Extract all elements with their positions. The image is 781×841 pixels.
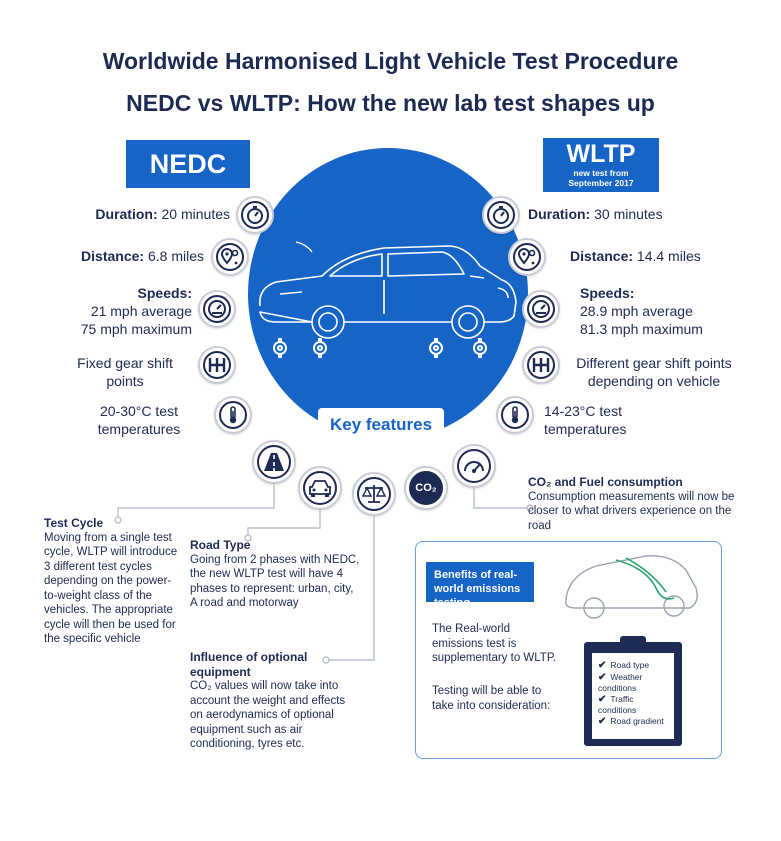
wltp-temp-line2: temperatures (544, 421, 627, 437)
wltp-speeds-label: Speeds: (580, 285, 635, 301)
nedc-speed-max: 75 mph maximum (80, 321, 192, 337)
wltp-badge: WLTP new test from September 2017 (543, 138, 659, 192)
gear-icons (273, 338, 487, 358)
nedc-gear: Fixed gear shift points (60, 354, 190, 390)
checklist-item-label: Weather conditions (598, 671, 643, 694)
nedc-temp: 20-30°C test temperatures (70, 402, 208, 438)
optional-equipment-body: CO₂ values will now take into account th… (190, 680, 346, 750)
wltp-distance-value: 14.4 miles (633, 248, 701, 264)
test-cycle-body: Moving from a single test cycle, WLTP wi… (44, 531, 178, 646)
wltp-duration-value: 30 minutes (590, 206, 663, 222)
clipboard-clip (620, 636, 646, 646)
road-type-body: Going from 2 phases with NEDC, the new W… (190, 553, 360, 610)
optional-equipment-title: Influence of optional equipment (190, 650, 308, 679)
car-rear-illustration (565, 555, 698, 619)
speedometer-icon-right (522, 290, 560, 328)
road-type-feature: Road Type Going from 2 phases with NEDC,… (190, 538, 360, 611)
main-title: Worldwide Harmonised Light Vehicle Test … (102, 48, 679, 74)
map-pin-icon-left (211, 238, 249, 276)
wltp-duration: Duration: 30 minutes (528, 206, 728, 222)
car-illustration (259, 241, 517, 339)
checklist-item-label: Road gradient (610, 715, 664, 726)
checklist-item: ✔Traffic conditions (598, 694, 674, 716)
wltp-speeds: Speeds: 28.9 mph average 81.3 mph maximu… (580, 284, 740, 338)
benefits-text2: Testing will be able to take into consid… (432, 685, 551, 712)
checkmark-icon: ✔ (598, 660, 607, 671)
wltp-badge-sub2: September 2017 (568, 178, 634, 188)
benefits-panel (415, 541, 722, 759)
map-pin-icon-right (508, 238, 546, 276)
fuel-gauge-icon (452, 444, 496, 488)
nedc-duration-label: Duration: (95, 206, 158, 222)
speedometer-icon-left (198, 290, 236, 328)
nedc-speeds: Speeds: 21 mph average 75 mph maximum (40, 284, 192, 338)
benefits-text1: The Real-world emissions test is supplem… (432, 623, 557, 664)
nedc-speeds-label: Speeds: (137, 285, 192, 301)
nedc-distance-value: 6.8 miles (144, 248, 204, 264)
wltp-temp: 14-23°C test temperatures (544, 402, 664, 438)
co2-label: CO₂ (415, 482, 437, 494)
optional-equipment-feature: Influence of optional equipment CO₂ valu… (190, 650, 355, 752)
nedc-distance-label: Distance: (81, 248, 145, 264)
stopwatch-icon-right (482, 196, 520, 234)
checklist-item: ✔Weather conditions (598, 672, 674, 694)
wltp-duration-label: Duration: (528, 206, 591, 222)
wltp-distance: Distance: 14.4 miles (570, 248, 740, 264)
thermometer-icon-right (496, 396, 534, 434)
road-icon (252, 440, 296, 484)
checklist-item: ✔Road gradient (598, 716, 674, 728)
wltp-speed-avg: 28.9 mph average (580, 303, 693, 319)
nedc-temp-line2: temperatures (97, 421, 181, 437)
checkmark-icon: ✔ (598, 715, 607, 727)
wltp-gear-line1: Different gear shift points (576, 355, 732, 371)
test-cycle-feature: Test Cycle Moving from a single test cyc… (44, 516, 182, 647)
nedc-gear-line1: Fixed gear shift (77, 355, 173, 371)
subtitle: NEDC vs WLTP: How the new lab test shape… (126, 90, 655, 116)
co2-feature-title: CO₂ and Fuel consumption (528, 475, 683, 489)
checkmark-icon: ✔ (598, 671, 607, 683)
nedc-duration: Duration: 20 minutes (90, 206, 230, 222)
central-circle (248, 148, 528, 440)
thermometer-icon-left (214, 396, 252, 434)
nedc-duration-value: 20 minutes (157, 206, 231, 222)
wltp-badge-label: WLTP (566, 140, 636, 168)
nedc-speed-avg: 21 mph average (90, 303, 192, 319)
road-type-title: Road Type (190, 538, 251, 552)
nedc-temp-line1: 20-30°C test (100, 403, 178, 419)
wltp-temp-line1: 14-23°C test (544, 403, 622, 419)
nedc-distance: Distance: 6.8 miles (60, 248, 204, 264)
co2-cloud-icon: CO₂ (404, 466, 448, 510)
checkmark-icon: ✔ (598, 693, 607, 705)
stopwatch-icon-left (236, 196, 274, 234)
checklist-item-label: Traffic conditions (598, 693, 637, 716)
wltp-badge-sub1: new test from (573, 168, 629, 178)
checklist-item: ✔Road type (598, 660, 674, 672)
nedc-gear-line2: points (106, 373, 144, 389)
checklist: ✔Road type ✔Weather conditions ✔Traffic … (598, 660, 674, 727)
wltp-speed-max: 81.3 mph maximum (580, 321, 703, 337)
test-cycle-title: Test Cycle (44, 516, 104, 530)
key-features-label: Key features (318, 408, 444, 442)
gear-shift-icon-left (198, 346, 236, 384)
wltp-distance-label: Distance: (570, 248, 634, 264)
co2-feature: CO₂ and Fuel consumption Consumption mea… (528, 475, 738, 533)
checklist-item-label: Road type (610, 660, 650, 670)
clipboard-paper (592, 653, 674, 739)
co2-feature-body: Consumption measurements will now be clo… (528, 490, 735, 532)
gear-shift-icon-right (522, 346, 560, 384)
wltp-gear: Different gear shift points depending on… (564, 354, 744, 390)
benefits-title: Benefits of real-world emissions testing (426, 562, 534, 609)
scales-icon (352, 472, 396, 516)
nedc-badge: NEDC (126, 140, 250, 188)
wltp-gear-line2: depending on vehicle (587, 373, 721, 389)
